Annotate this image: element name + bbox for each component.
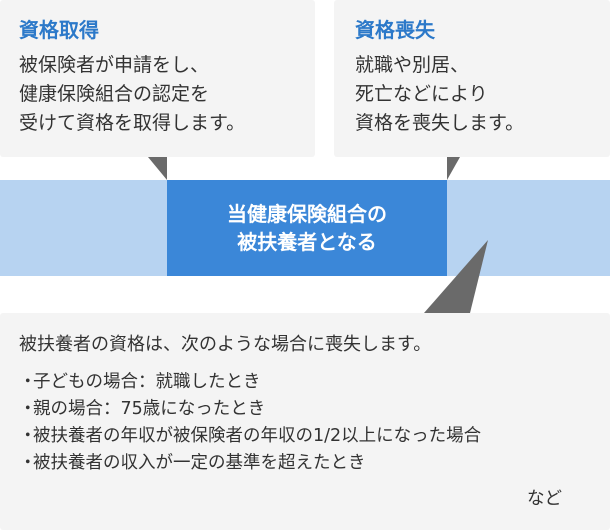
bullet: ・ — [19, 399, 37, 419]
condition-text: 親の場合：75歳になったとき — [33, 399, 266, 419]
acquisition-box: 資格取得 被保険者が申請をし、 健康保険組合の認定を 受けて資格を取得します。 — [0, 0, 315, 157]
condition-item: ・被扶養者の収入が一定の基準を超えたとき — [19, 450, 610, 477]
bullet: ・ — [19, 426, 37, 446]
loss-line: 就職や別居、 — [355, 54, 470, 76]
dependent-status-line: 当健康保険組合の — [227, 202, 387, 226]
loss-line: 死亡などにより — [355, 83, 488, 105]
bullet: ・ — [19, 453, 37, 473]
condition-item: ・子どもの場合：就職したとき — [19, 369, 610, 396]
dependent-status-line: 被扶養者となる — [237, 230, 377, 254]
dependent-status-box: 当健康保険組合の 被扶養者となる — [167, 180, 447, 276]
condition-text: 子どもの場合：就職したとき — [33, 372, 261, 392]
acquisition-line: 被保険者が申請をし、 — [19, 54, 210, 76]
loss-line: 資格を喪失します。 — [355, 112, 525, 134]
acquisition-description: 被保険者が申請をし、 健康保険組合の認定を 受けて資格を取得します。 — [19, 51, 315, 138]
conditions-etc: など — [527, 489, 562, 509]
loss-description: 就職や別居、 死亡などにより 資格を喪失します。 — [355, 51, 610, 138]
condition-item: ・被扶養者の年収が被保険者の年収の1/2以上になった場合 — [19, 423, 610, 450]
loss-pointer — [447, 157, 460, 180]
acquisition-line: 受けて資格を取得します。 — [19, 112, 246, 134]
acquisition-line: 健康保険組合の認定を — [19, 83, 210, 105]
acquisition-title: 資格取得 — [19, 18, 99, 42]
conditions-intro: 被扶養者の資格は、次のような場合に喪失します。 — [19, 334, 432, 355]
conditions-list: ・子どもの場合：就職したとき ・親の場合：75歳になったとき ・被扶養者の年収が… — [19, 369, 610, 477]
loss-title: 資格喪失 — [355, 18, 435, 42]
loss-box: 資格喪失 就職や別居、 死亡などにより 資格を喪失します。 — [334, 0, 610, 157]
condition-item: ・親の場合：75歳になったとき — [19, 396, 610, 423]
bullet: ・ — [19, 372, 37, 392]
acquisition-pointer — [148, 157, 167, 180]
loss-conditions-box: 被扶養者の資格は、次のような場合に喪失します。 ・子どもの場合：就職したとき ・… — [0, 313, 610, 530]
condition-text: 被扶養者の収入が一定の基準を超えたとき — [33, 453, 366, 473]
condition-text: 被扶養者の年収が被保険者の年収の1/2以上になった場合 — [33, 426, 482, 446]
